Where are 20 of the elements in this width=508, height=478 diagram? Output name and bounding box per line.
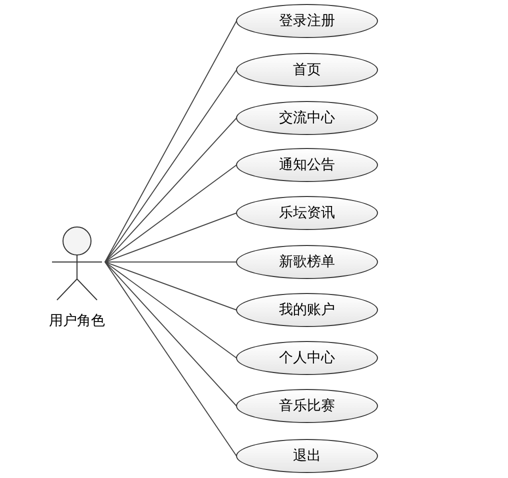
use-case-label: 个人中心 [279,349,335,367]
use-case-label: 音乐比赛 [279,397,335,415]
association-line [104,118,237,262]
association-line [104,164,237,262]
use-case-label: 首页 [293,61,321,79]
use-case-label: 登录注册 [279,12,335,30]
association-line [104,20,237,262]
association-line [104,262,237,406]
association-line [104,70,237,262]
use-case-label: 乐坛资讯 [279,204,335,222]
use-case-label: 通知公告 [279,156,335,174]
use-case-label: 我的账户 [279,301,335,319]
actor-label: 用户角色 [49,312,105,330]
association-line [104,262,237,456]
association-line [104,212,237,262]
use-case-label: 退出 [293,447,321,465]
use-case-label: 新歌榜单 [279,253,335,271]
use-case-label: 交流中心 [279,109,335,127]
association-line [104,262,237,310]
association-line [104,262,237,358]
